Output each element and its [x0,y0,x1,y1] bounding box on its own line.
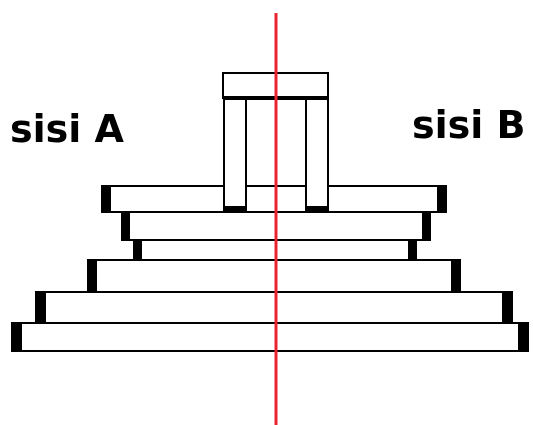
left-leg-foot [224,206,246,211]
tier-6 [11,322,529,352]
tier-1 [101,185,447,213]
tier-5-right-edge [502,292,512,323]
tier-4-right-edge [451,260,460,292]
side-b-label: sisi B [412,103,526,147]
tier-1-left-edge [102,186,111,212]
tier-4-left-edge [88,260,97,292]
tier-1-right-edge [437,186,446,212]
side-a-label: sisi A [10,107,124,151]
right-leg-foot [306,206,328,211]
tier-2-right-edge [422,212,430,240]
left-leg [223,97,247,211]
tier-6-left-edge [12,323,22,351]
tier-6-right-edge [518,323,528,351]
tier-5-left-edge [36,292,46,323]
tier-3-left-edge [134,240,142,260]
right-leg [305,97,329,211]
tier-5 [35,291,513,324]
tier-3-right-edge [408,240,416,260]
tier-2-left-edge [122,212,130,240]
tier-4 [87,259,461,293]
